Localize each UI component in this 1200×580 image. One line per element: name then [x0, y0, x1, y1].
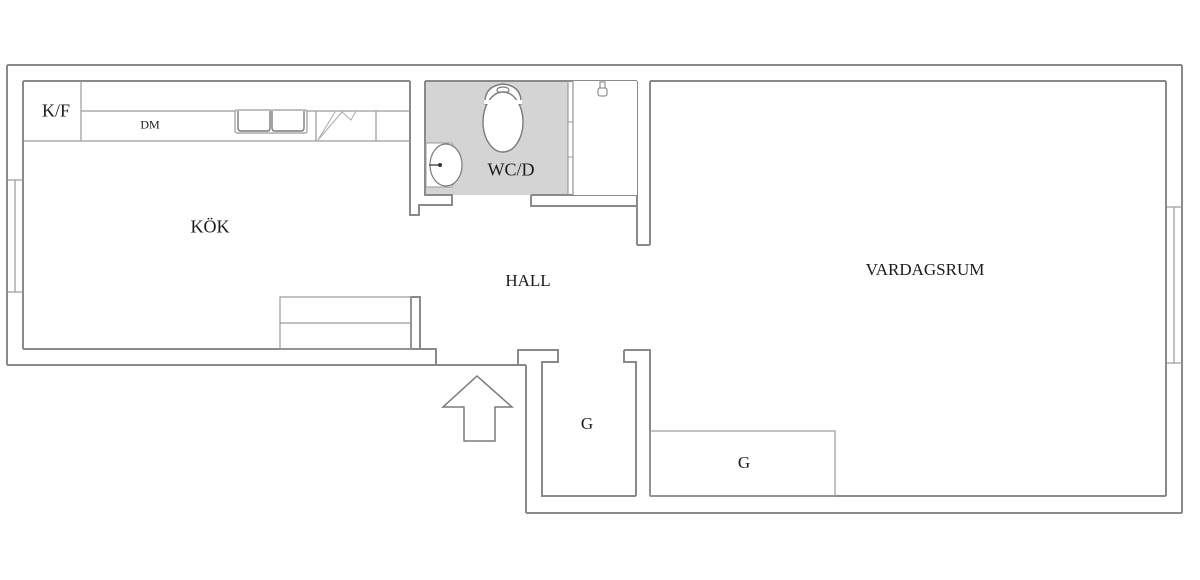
window-right [1166, 206, 1182, 364]
room-label-vardagsrum: VARDAGSRUM [865, 260, 985, 279]
entrance-arrow-icon [441, 374, 514, 442]
toilet-icon [482, 83, 524, 153]
stove-icon [317, 110, 357, 141]
hall-closet-walls [517, 349, 636, 497]
room-label-wc: WC/D [487, 159, 535, 180]
room-label-living-closet: G [737, 453, 751, 472]
window-left [7, 179, 23, 293]
living-room-closet [649, 430, 836, 497]
kitchen-cabinet [279, 296, 412, 350]
bathroom-walls [425, 80, 1166, 246]
kitchen-sink-icon [234, 109, 308, 134]
room-label-hall: HALL [505, 271, 551, 290]
fridge-freezer-label: K/F [41, 100, 71, 121]
room-label-kok: KÖK [190, 216, 230, 237]
shower-head-icon [597, 81, 608, 97]
kitchen-counter [23, 81, 410, 142]
dishwasher-label: DM [140, 117, 160, 132]
room-label-hall-closet: G [580, 414, 594, 433]
outer-walls [6, 64, 1183, 514]
living-room-walls [623, 81, 1167, 497]
washbasin-icon [425, 142, 463, 188]
